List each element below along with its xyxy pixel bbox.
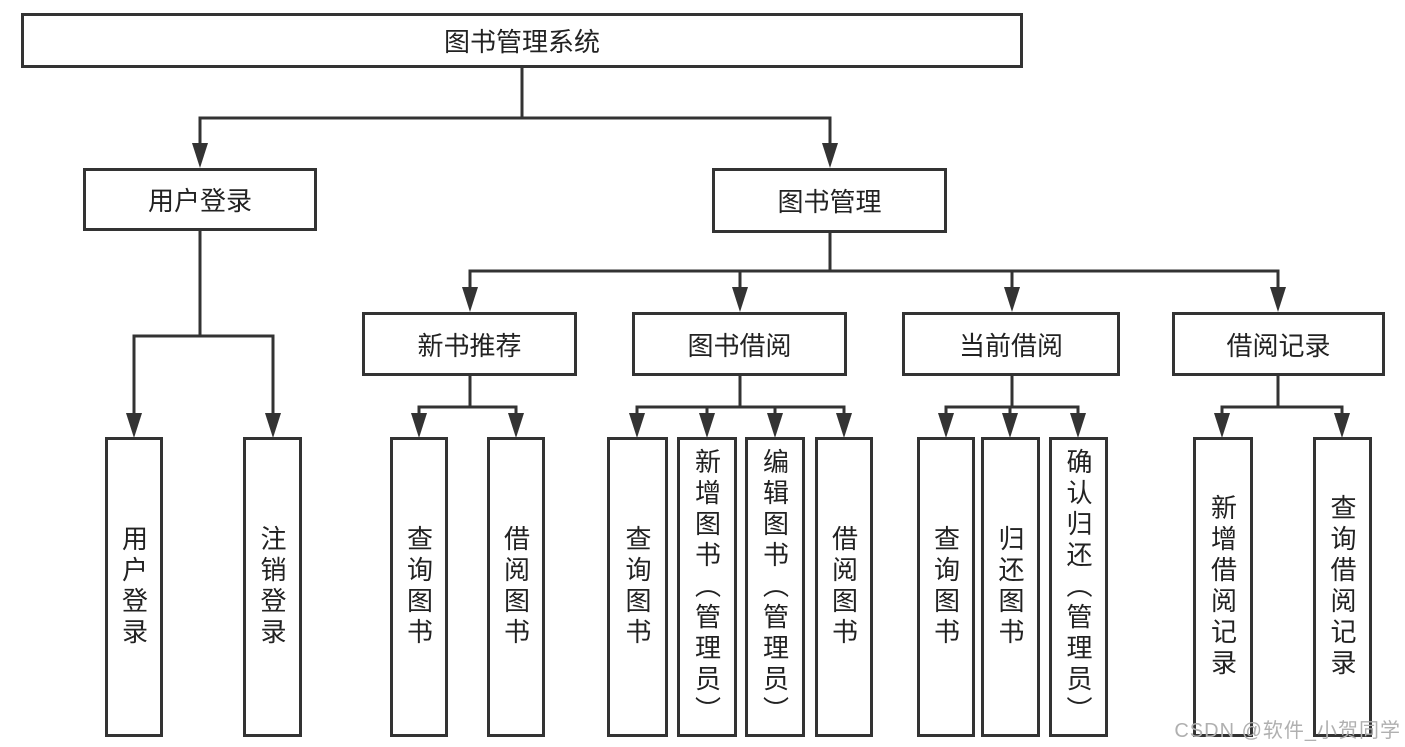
- connector-paths: [132, 68, 1344, 418]
- leaf-query-borrow-record: 查询借阅记录: [1313, 437, 1372, 737]
- arrowhead-icon: [126, 413, 142, 438]
- leaf-query-books: 查询图书: [390, 437, 448, 737]
- node-library-system: 图书管理系统: [21, 13, 1023, 68]
- leaf-add-books-admin: 新增图书（管理员）: [677, 437, 737, 737]
- leaf-borrow-books: 借阅图书: [815, 437, 873, 737]
- arrowhead-icon: [1270, 287, 1286, 312]
- arrowhead-icon: [508, 413, 524, 438]
- arrowhead-icon: [822, 143, 838, 168]
- leaf-borrow-books: 借阅图书: [487, 437, 545, 737]
- arrowhead-icon: [1334, 413, 1350, 438]
- node-borrow-records: 借阅记录: [1172, 312, 1385, 376]
- leaf-edit-books-admin: 编辑图书（管理员）: [745, 437, 805, 737]
- leaf-user-login: 用户登录: [105, 437, 163, 737]
- arrowhead-icon: [1070, 413, 1086, 438]
- node-current-borrow: 当前借阅: [902, 312, 1120, 376]
- arrowheads: [126, 143, 1350, 438]
- arrowhead-icon: [699, 413, 715, 438]
- node-book-management: 图书管理: [712, 168, 947, 233]
- arrowhead-icon: [411, 413, 427, 438]
- arrowhead-icon: [1004, 287, 1020, 312]
- leaf-add-borrow-record: 新增借阅记录: [1193, 437, 1253, 737]
- arrowhead-icon: [1002, 413, 1018, 438]
- arrowhead-icon: [192, 143, 208, 168]
- leaf-confirm-return-admin: 确认归还（管理员）: [1049, 437, 1108, 737]
- csdn-watermark: CSDN @软件_小贺同学: [1174, 720, 1401, 742]
- node-new-book-recommend: 新书推荐: [362, 312, 577, 376]
- arrowhead-icon: [836, 413, 852, 438]
- leaf-query-books: 查询图书: [607, 437, 668, 737]
- arrowhead-icon: [732, 287, 748, 312]
- node-user-login: 用户登录: [83, 168, 317, 231]
- arrowhead-icon: [462, 287, 478, 312]
- leaf-query-books: 查询图书: [917, 437, 975, 737]
- arrowhead-icon: [767, 413, 783, 438]
- arrowhead-icon: [938, 413, 954, 438]
- arrowhead-icon: [265, 413, 281, 438]
- arrowhead-icon: [1214, 413, 1230, 438]
- node-book-borrow: 图书借阅: [632, 312, 847, 376]
- arrowhead-icon: [629, 413, 645, 438]
- leaf-logout-login: 注销登录: [243, 437, 302, 737]
- leaf-return-books: 归还图书: [981, 437, 1040, 737]
